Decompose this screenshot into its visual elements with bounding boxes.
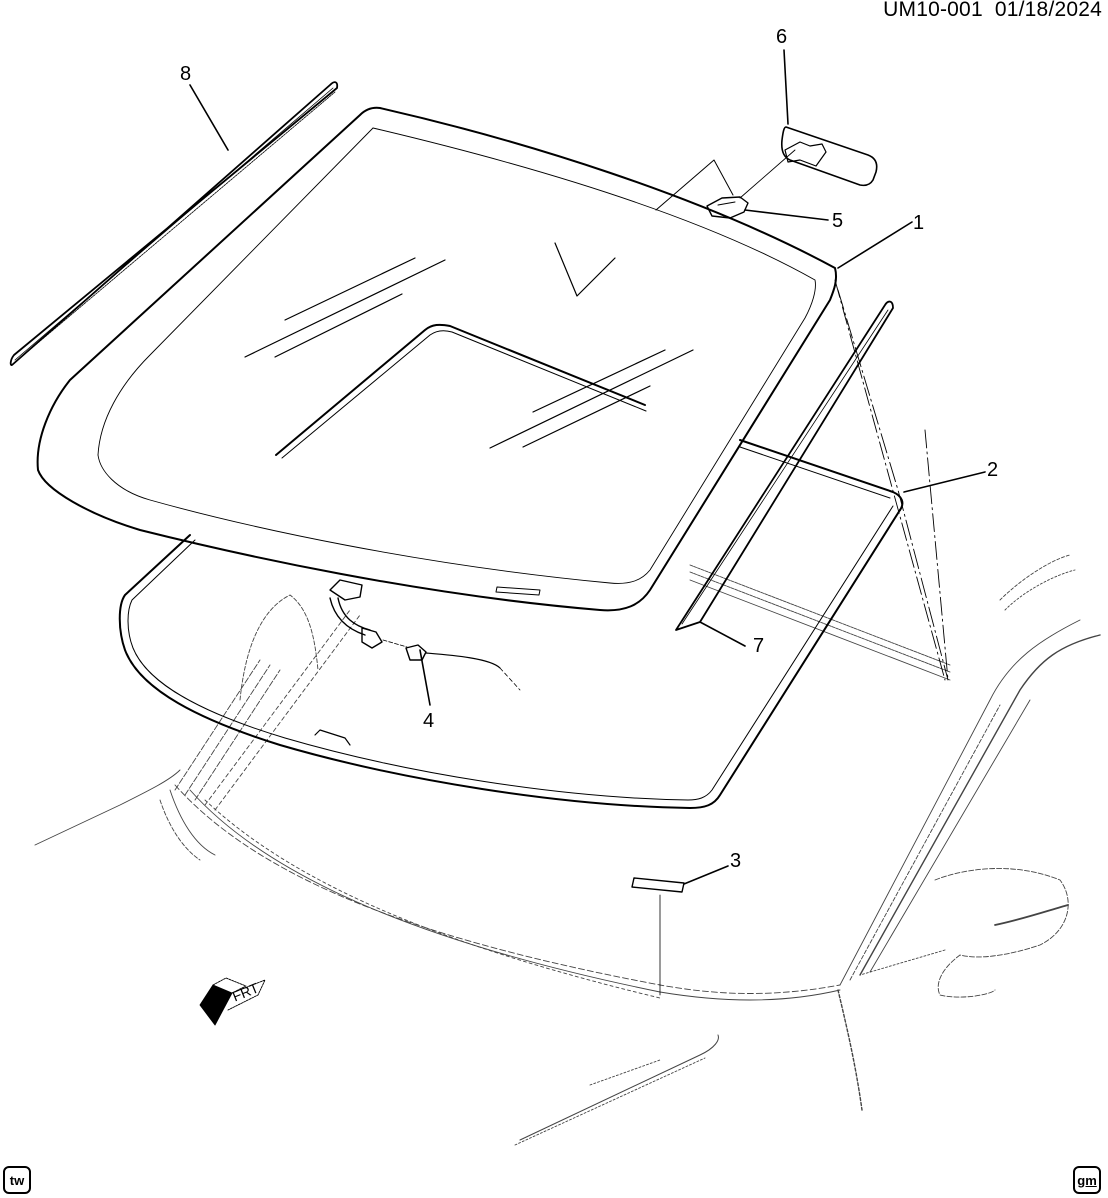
callout-2: 2 [987, 459, 999, 481]
illustration-code: UM10-001 01/18/2024 [883, 0, 1102, 21]
callout-6: 6 [776, 26, 788, 48]
inside-rearview-mirror [780, 126, 878, 187]
mirror-group-leader [655, 159, 734, 211]
callout-3: 3 [730, 850, 742, 872]
callout-7: 7 [753, 635, 765, 657]
leader-lines [189, 49, 986, 885]
callout-8: 8 [180, 63, 192, 85]
alignment-lines [834, 279, 949, 681]
callout-5: 5 [832, 210, 844, 232]
front-direction-arrow [199, 977, 266, 1026]
vehicle-body-outline [34, 554, 1101, 1146]
gm-logo-badge: gm [1073, 1166, 1101, 1194]
bracket-leader-line [739, 149, 796, 199]
vin-label-window [631, 877, 685, 893]
windshield-glass [36, 106, 838, 612]
callout-1: 1 [913, 212, 925, 234]
mirror-mount-bracket [706, 196, 749, 219]
tw-badge: tw [3, 1166, 31, 1194]
sensor-connector [329, 579, 521, 691]
callout-4: 4 [423, 710, 435, 732]
windshield-side-molding-left [9, 81, 339, 366]
windshield-side-molding-right [675, 300, 894, 631]
